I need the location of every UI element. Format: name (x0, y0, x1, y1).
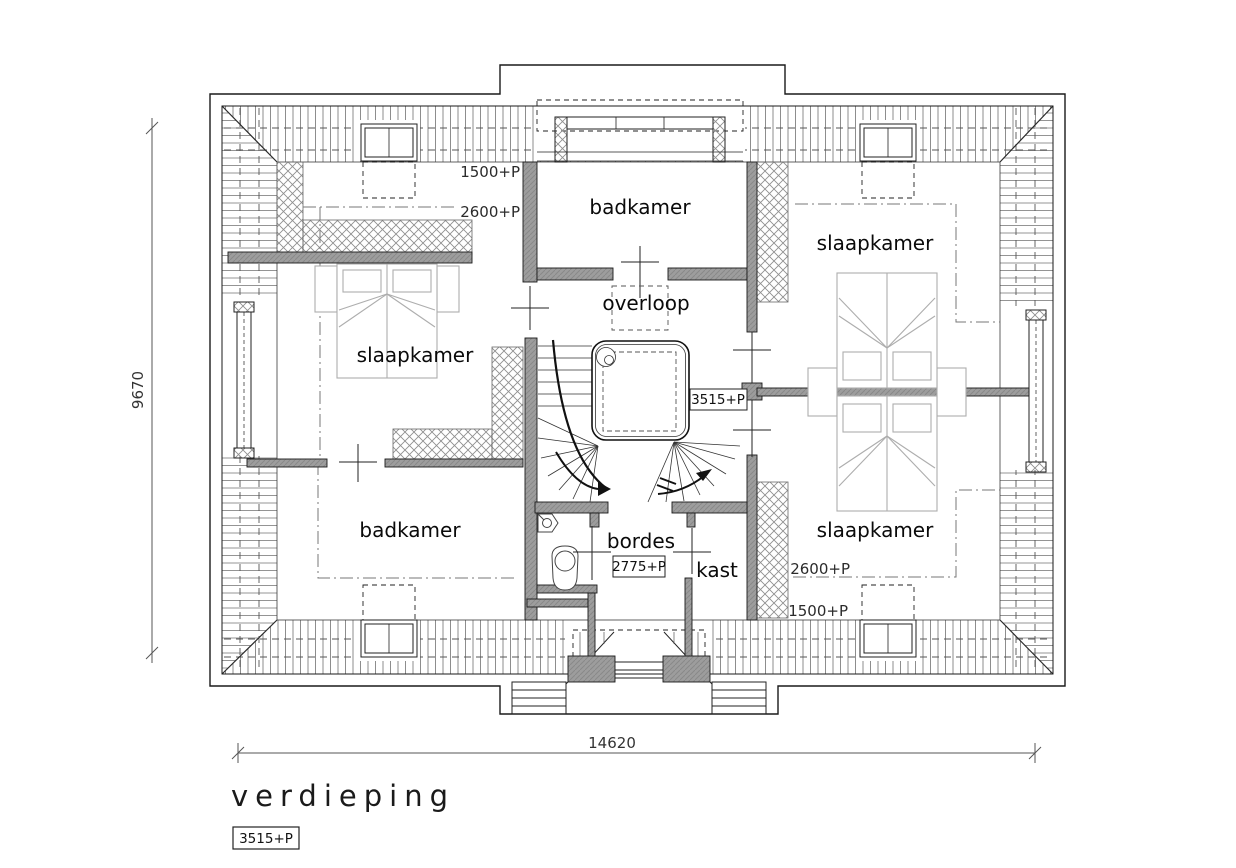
title-level-box (232, 826, 300, 850)
title-block: verdieping 3515+P (231, 779, 455, 850)
toilet-icon (551, 545, 579, 591)
dim-width-label: 14620 (588, 734, 636, 752)
level-contours (303, 203, 1000, 579)
dormer-window-bottom-left (360, 584, 418, 658)
anno-3515-text: 3515+P (691, 392, 745, 408)
title-level-text: 3515+P (239, 831, 293, 847)
label-kast: kast (696, 558, 738, 582)
outside-steps (511, 681, 767, 715)
dimension-vertical: 9670 (129, 118, 159, 663)
bed-right-bottom (836, 395, 938, 512)
skylight-dashed (611, 285, 669, 331)
dormer-window-top-right (859, 123, 917, 199)
level-annotations: 1500+P 2600+P 3515+P 2775+P 2600+P 1500+… (460, 163, 850, 620)
stair-rail-curve (551, 339, 607, 489)
shower-drain-icon (596, 347, 616, 367)
dormers-and-windows (233, 99, 1047, 715)
dormer-window-top-left (360, 123, 418, 199)
beds (314, 263, 967, 512)
toilet-room-fixtures (537, 513, 579, 591)
anno-1500-bottom: 1500+P (788, 602, 848, 620)
stair-direction-arrows (555, 451, 712, 496)
anno-2775-text: 2775+P (612, 559, 666, 575)
bed-left (314, 263, 460, 379)
label-badkamer-bottom: badkamer (359, 518, 461, 542)
dimension-horizontal: 14620 (231, 734, 1042, 763)
anno-1500-top: 1500+P (460, 163, 520, 181)
stair-treads (537, 345, 741, 503)
dormer-window-bottom-right (859, 584, 917, 658)
corner-sink-icon (537, 513, 559, 533)
knee-walls (276, 161, 789, 619)
shower-tray (591, 340, 690, 441)
anno-2775-box: 2775+P (612, 555, 666, 578)
dimension-lines: 9670 14620 (129, 118, 1042, 763)
label-badkamer-top: badkamer (589, 195, 691, 219)
dim-height-label: 9670 (129, 371, 147, 409)
roof-hip-lines (221, 105, 1054, 675)
label-slaapkamer-left: slaapkamer (357, 343, 474, 367)
entrance-dormer-bottom (511, 629, 767, 715)
label-overloop: overloop (602, 291, 689, 315)
anno-2600-top: 2600+P (460, 203, 520, 221)
label-bordes: bordes (607, 529, 675, 553)
interior-walls (227, 161, 1030, 683)
drawing-title: verdieping (231, 779, 455, 813)
room-labels: badkamer slaapkamer overloop slaapkamer … (357, 195, 934, 582)
anno-2600-bottom: 2600+P (790, 560, 850, 578)
label-slaapkamer-bottom-right: slaapkamer (817, 518, 934, 542)
building-outline (209, 64, 1066, 715)
centerline-ticks (339, 246, 771, 580)
anno-3515-box: 3515+P (689, 388, 748, 411)
staircase (537, 339, 741, 503)
label-slaapkamer-top-right: slaapkamer (817, 231, 934, 255)
dormer-window-top-center (536, 99, 744, 163)
window-left (233, 301, 255, 459)
bed-right-top (807, 272, 967, 417)
